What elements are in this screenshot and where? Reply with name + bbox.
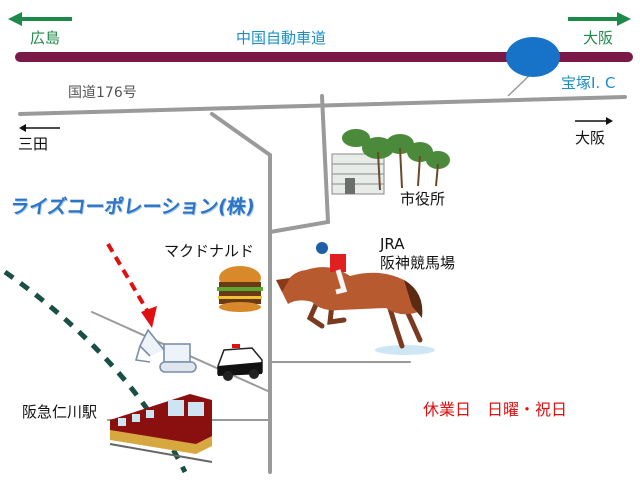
racehorse-jockey-icon [276,242,435,355]
station-label: 阪急仁川駅 [22,403,98,421]
expressway-name: 中国自動車道 [236,29,327,47]
east-arrow-icon [568,12,631,26]
excavator-icon [134,328,197,373]
direction-west-label: 三田 [18,135,49,153]
company-label: ライズコーポレーション(株) [8,196,257,218]
city-hall-label: 市役所 [400,190,446,208]
direction-arrow-icon [19,117,613,132]
police-car-icon [217,344,263,381]
closed-days-notice: 休業日 日曜・祝日 [423,400,568,419]
interchange-label: 宝塚I. C [561,74,616,92]
route176-label: 国道176号 [68,85,137,101]
mcdonalds-label: マクドナルド [164,242,255,260]
trees-icon [342,129,450,191]
train-icon [109,394,213,463]
racecourse-label-line2: 阪神競馬場 [380,254,456,272]
west-arrow-icon [8,12,72,26]
railway-line [3,269,188,474]
direction-east-label: 大阪 [575,129,606,147]
racecourse-label-line1: JRA [380,235,405,253]
interchange-marker [506,37,560,77]
hamburger-icon [217,266,263,312]
expressway-east-label: 大阪 [583,29,614,47]
expressway-west-label: 広島 [30,29,61,47]
location-pointer-arrow-icon [106,242,157,328]
building-icon [331,153,385,195]
